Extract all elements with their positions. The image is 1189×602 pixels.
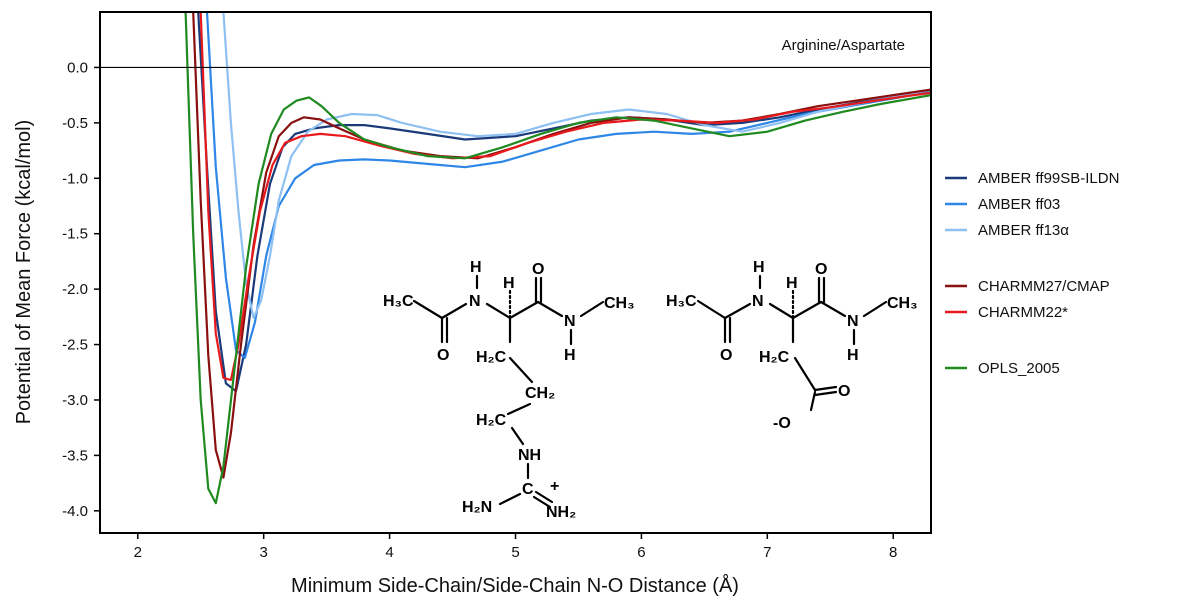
arg-plus: + [550, 478, 559, 495]
asp-o4: -O [773, 415, 791, 432]
arg-nh2a: H₂N [462, 499, 492, 516]
arg-nh2b: NH₂ [546, 504, 576, 521]
arg-o1: O [437, 347, 449, 364]
asp-n2: N [847, 313, 859, 330]
legend-label-1: AMBER ff03 [978, 196, 1060, 213]
asp-h2: H [847, 347, 859, 364]
x-axis-label: Minimum Side-Chain/Side-Chain N-O Distan… [291, 574, 739, 597]
y-tick-label: -3.0 [62, 392, 88, 409]
asp-cb: H₂C [759, 349, 790, 366]
arg-ca-h: H [503, 275, 515, 292]
legend-label-2: AMBER ff13α [978, 222, 1069, 239]
legend-label-5: OPLS_2005 [978, 360, 1060, 377]
series-line-5 [184, 12, 931, 505]
series-line-3 [192, 12, 931, 479]
y-tick-label: 0.0 [67, 59, 88, 76]
arg-o2: O [532, 261, 544, 278]
x-tick-label: 3 [260, 544, 268, 561]
x-tick-label: 2 [134, 544, 142, 561]
x-tick-label: 5 [511, 544, 519, 561]
legend-label-4: CHARMM22* [978, 304, 1068, 321]
asp-o2: O [815, 261, 827, 278]
asp-ch3: CH₃ [887, 295, 918, 312]
asp-n1: N [752, 293, 764, 310]
aspartate-structure: H₃C N H O H O N CH₃ H H₂C O -O [666, 259, 918, 432]
asp-ca-h: H [786, 275, 798, 292]
asp-o3: O [838, 383, 850, 400]
y-tick-label: -1.5 [62, 226, 88, 243]
legend-label-0: AMBER ff99SB-ILDN [978, 170, 1119, 187]
arg-cb: H₂C [476, 349, 507, 366]
series-line-0 [197, 12, 931, 393]
series-line-1 [205, 12, 931, 359]
arg-cg: CH₂ [525, 385, 555, 402]
x-tick-label: 7 [763, 544, 771, 561]
arg-n1: N [469, 293, 481, 310]
asp-h1: H [753, 259, 765, 276]
asp-h3c: H₃C [666, 293, 697, 310]
y-tick-label: -0.5 [62, 115, 88, 132]
series-line-2 [222, 12, 931, 319]
arg-nh: NH [518, 447, 541, 464]
arg-h2: H [564, 347, 576, 364]
x-tick-label: 4 [385, 544, 393, 561]
arg-n2: N [564, 313, 576, 330]
arg-h1: H [470, 259, 482, 276]
arg-ch3: CH₃ [604, 295, 635, 312]
x-axis-ticks: 2 3 4 5 6 7 8 [134, 533, 897, 561]
x-tick-label: 6 [637, 544, 645, 561]
y-tick-label: -4.0 [62, 503, 88, 520]
arginine-structure: H₃C N H O H O N CH₃ H H₂C CH₂ H₂C NH C +… [383, 259, 635, 521]
y-axis-ticks: 0.0 -0.5 -1.0 -1.5 -2.0 -2.5 -3.0 -3.5 -4.0 [62, 59, 100, 520]
y-tick-label: -1.0 [62, 170, 88, 187]
y-tick-label: -3.5 [62, 447, 88, 464]
arg-h3c: H₃C [383, 293, 414, 310]
y-tick-label: -2.5 [62, 337, 88, 354]
x-tick-label: 8 [889, 544, 897, 561]
y-axis-label: Potential of Mean Force (kcal/mol) [13, 120, 35, 425]
arg-cd: H₂C [476, 412, 507, 429]
asp-o1: O [720, 347, 732, 364]
series-layer [184, 12, 931, 505]
annotation-label: Arginine/Aspartate [782, 37, 905, 54]
arg-cz: C [522, 481, 534, 498]
y-tick-label: -2.0 [62, 281, 88, 298]
legend-label-3: CHARMM27/CMAP [978, 278, 1110, 295]
